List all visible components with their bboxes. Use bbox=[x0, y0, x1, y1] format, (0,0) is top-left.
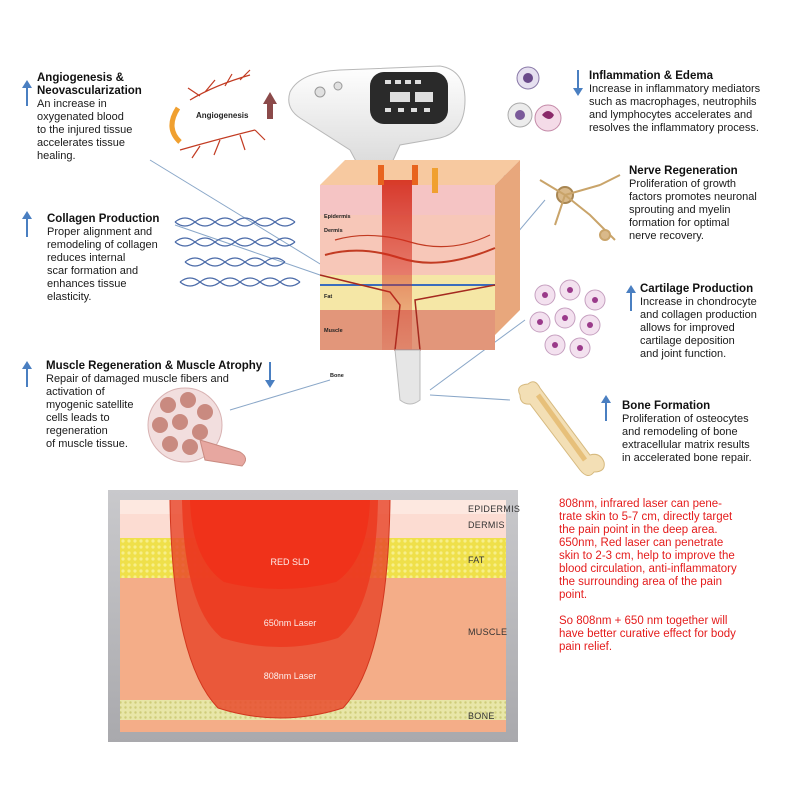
layer-label-bone: BONE bbox=[468, 711, 495, 721]
zone-label-808nm: 808nm Laser bbox=[263, 671, 317, 681]
svg-text:Dermis: Dermis bbox=[324, 228, 343, 234]
section-description: Repair of damaged muscle fibers and acti… bbox=[46, 373, 229, 450]
svg-text:Epidermis: Epidermis bbox=[324, 214, 351, 220]
section-title: Bone Formation bbox=[622, 400, 711, 412]
svg-text:Bone: Bone bbox=[330, 373, 344, 379]
penetration-depth-diagram bbox=[108, 490, 518, 742]
layer-label-fat: FAT bbox=[468, 555, 485, 565]
section-title: Angiogenesis & bbox=[37, 72, 124, 84]
cartilage-section: Cartilage Production Increase in chondro… bbox=[640, 283, 795, 361]
immune-cells-illustration bbox=[507, 66, 562, 132]
section-title: Muscle Regeneration & Muscle Atrophy bbox=[46, 360, 263, 372]
section-description: Proper alignment and remodeling of colla… bbox=[47, 226, 158, 303]
section-title: Neovascularization bbox=[37, 85, 142, 97]
section-title: Nerve Regeneration bbox=[629, 165, 738, 177]
angiogenesis-section: Angiogenesis & Neovascularization An inc… bbox=[37, 72, 187, 163]
inflammation-section: Inflammation & Edema Increase in inflamm… bbox=[589, 70, 794, 135]
arrow-up-icon bbox=[22, 361, 32, 387]
arrow-up-icon bbox=[22, 80, 32, 106]
section-title: Inflammation & Edema bbox=[589, 70, 713, 82]
laser-explanation: 808nm, infrared laser can pene- trate sk… bbox=[559, 498, 737, 653]
nerve-section: Nerve Regeneration Proliferation of grow… bbox=[629, 165, 794, 243]
neuron-illustration bbox=[539, 174, 621, 241]
skin-cross-section: Epidermis Dermis Fat Muscle Bone bbox=[319, 160, 520, 405]
section-title: Cartilage Production bbox=[640, 283, 754, 295]
arrow-down-icon bbox=[573, 70, 583, 96]
cycle-arrow-icon bbox=[169, 106, 182, 144]
laser-device bbox=[288, 65, 466, 179]
section-description: Proliferation of growth factors promotes… bbox=[629, 178, 757, 242]
illustration-layer: Angiogenesis Epidermis Der bbox=[147, 65, 621, 476]
red-sld-zone bbox=[190, 500, 370, 589]
collagen-section: Collagen Production Proper alignment and… bbox=[47, 213, 187, 304]
blood-vessel-illustration bbox=[179, 69, 266, 159]
section-description: Proliferation of osteocytes and remodeli… bbox=[622, 413, 752, 464]
section-description: An increase in oxygenated blood to the i… bbox=[37, 98, 133, 162]
layer-label-muscle: MUSCLE bbox=[468, 627, 508, 637]
collagen-helix-illustration bbox=[174, 217, 301, 287]
svg-text:Fat: Fat bbox=[324, 294, 332, 300]
layer-label-epidermis: EPIDERMIS bbox=[468, 504, 521, 514]
bone-section: Bone Formation Proliferation of osteocyt… bbox=[622, 400, 797, 465]
arrow-up-icon bbox=[601, 395, 611, 421]
layer-label-dermis: DERMIS bbox=[468, 520, 505, 530]
svg-text:Muscle: Muscle bbox=[324, 328, 343, 334]
angiogenesis-label: Angiogenesis bbox=[196, 111, 249, 120]
section-description: Increase in chondrocyte and collagen pro… bbox=[640, 296, 757, 360]
muscle-section: Muscle Regeneration & Muscle Atrophy Rep… bbox=[46, 360, 271, 451]
section-description: Increase in inflammatory mediators such … bbox=[589, 83, 761, 134]
arrow-down-icon bbox=[265, 362, 275, 388]
muscle-bundle-illustration bbox=[147, 387, 246, 467]
zone-label-650nm: 650nm Laser bbox=[263, 618, 317, 628]
arrow-up-icon bbox=[22, 211, 32, 237]
zone-label-red-sld: RED SLD bbox=[270, 557, 310, 567]
bone-illustration bbox=[518, 381, 605, 476]
arrow-up-icon bbox=[626, 285, 636, 311]
section-title: Collagen Production bbox=[47, 213, 160, 225]
